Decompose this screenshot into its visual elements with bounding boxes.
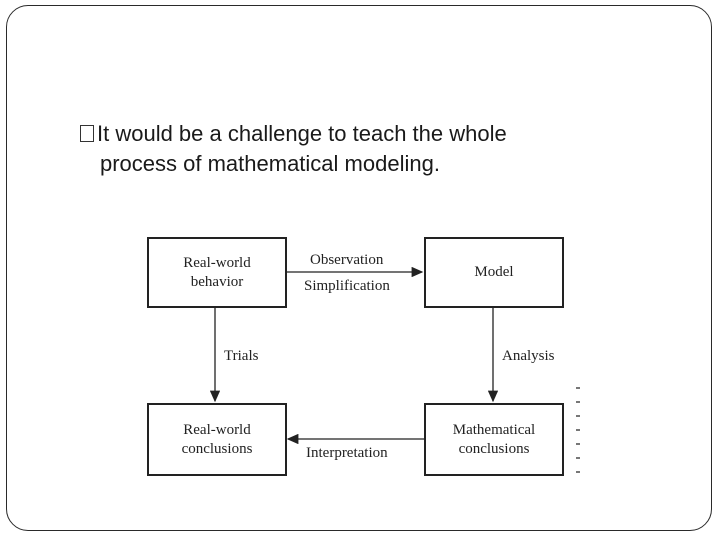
node-label: behavior: [190, 273, 244, 290]
edge-label-simplification: Simplification: [304, 278, 390, 294]
edge-label-observation: Observation: [310, 252, 384, 268]
node-label: conclusions: [458, 440, 530, 457]
node-real-world-conclusions: Real-world conclusions: [147, 403, 287, 476]
node-real-world-behavior: Real-world behavior: [147, 237, 287, 308]
node-label: Real-world: [183, 254, 251, 271]
node-label: Real-world: [183, 421, 251, 438]
bullet-text: It would be a challenge to teach the who…: [80, 119, 640, 179]
bullet-line-2: process of mathematical modeling.: [100, 151, 440, 176]
bullet-line-1: It would be a challenge to teach the who…: [97, 121, 507, 146]
image-crop-edge: [576, 387, 580, 477]
node-label: Mathematical: [452, 421, 536, 438]
diagram-arrows: [209, 266, 499, 445]
node-label: conclusions: [181, 440, 253, 457]
modeling-process-diagram: Real-world behavior Model Real-world con…: [140, 222, 582, 484]
node-label: Model: [474, 264, 514, 280]
node-model: Model: [424, 237, 564, 308]
edge-label-trials: Trials: [224, 348, 259, 364]
bullet-square-icon: [80, 125, 94, 142]
node-mathematical-conclusions: Mathematical conclusions: [424, 403, 564, 476]
edge-label-interpretation: Interpretation: [306, 445, 388, 461]
edge-label-analysis: Analysis: [502, 348, 555, 364]
